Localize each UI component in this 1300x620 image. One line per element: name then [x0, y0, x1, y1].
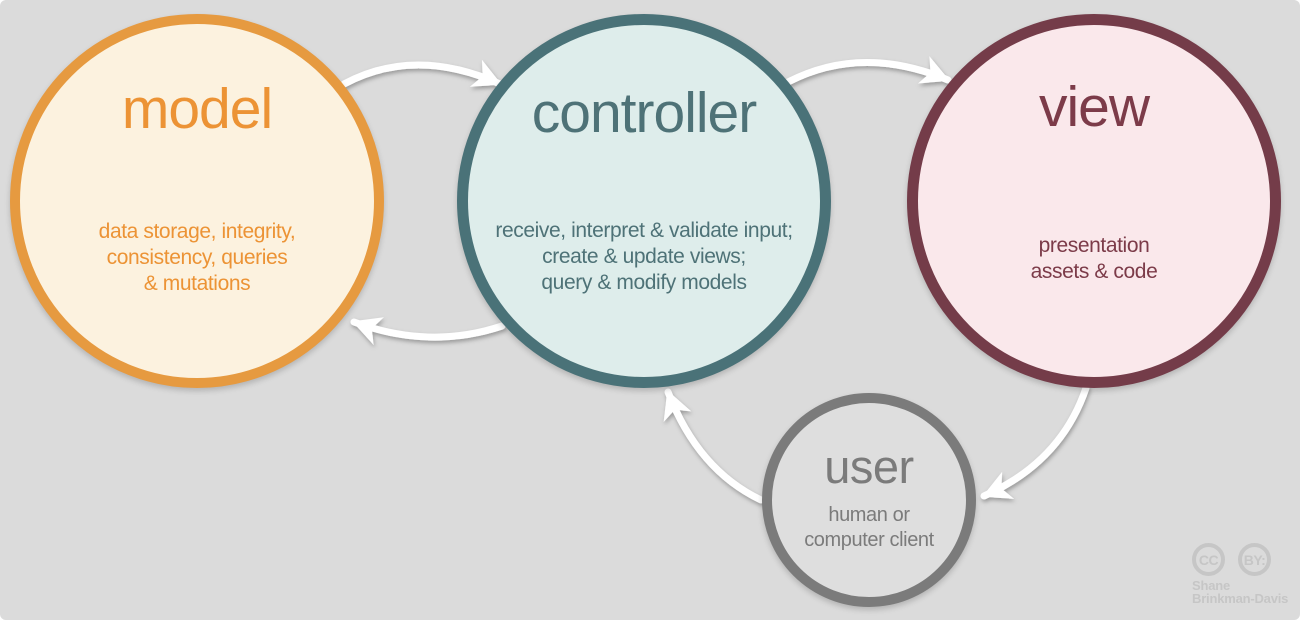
node-model-description: data storage, integrity, consistency, qu…	[20, 219, 374, 297]
arrow-controller-to-model	[350, 317, 506, 346]
cc-by-icon: BY:	[1238, 543, 1271, 576]
node-controller-description-line: query & modify models	[541, 271, 747, 294]
node-user-title: user	[824, 440, 914, 493]
author-credit: Shane Brinkman-Davis	[1192, 578, 1289, 606]
node-user: user human or computer client	[762, 393, 976, 607]
node-user-description-line: human or	[828, 504, 910, 526]
node-view: view presentation assets & code	[907, 14, 1281, 388]
node-user-description: human or computer client	[772, 503, 966, 553]
node-controller: controller receive, interpret & validate…	[457, 14, 831, 388]
node-user-description-line: computer client	[804, 529, 934, 551]
cc-icon: CC	[1192, 543, 1225, 576]
arrow-view-to-user	[980, 384, 1090, 500]
node-view-description: presentation assets & code	[918, 233, 1270, 285]
node-model-description-line: & mutations	[143, 272, 251, 295]
node-model-description-line: consistency, queries	[106, 246, 288, 269]
node-model: model data storage, integrity, consisten…	[10, 14, 384, 388]
arrow-user-to-controller	[663, 388, 765, 504]
author-credit-line: Shane	[1192, 578, 1231, 593]
node-controller-description-line: create & update views;	[542, 245, 746, 268]
author-credit-line: Brinkman-Davis	[1192, 590, 1289, 606]
node-model-description-line: data storage, integrity,	[98, 220, 296, 243]
node-model-title: model	[121, 77, 273, 141]
node-view-description-line: assets & code	[1030, 260, 1158, 283]
node-view-title: view	[1038, 75, 1150, 139]
license-badges: CC BY:	[1192, 543, 1288, 576]
license-attribution: CC BY: Shane Brinkman-Davis	[1192, 543, 1288, 605]
node-view-description-line: presentation	[1038, 234, 1150, 257]
node-controller-title: controller	[531, 81, 757, 145]
node-controller-description-line: receive, interpret & validate input;	[495, 219, 793, 242]
node-controller-description: receive, interpret & validate input; cre…	[468, 218, 820, 296]
